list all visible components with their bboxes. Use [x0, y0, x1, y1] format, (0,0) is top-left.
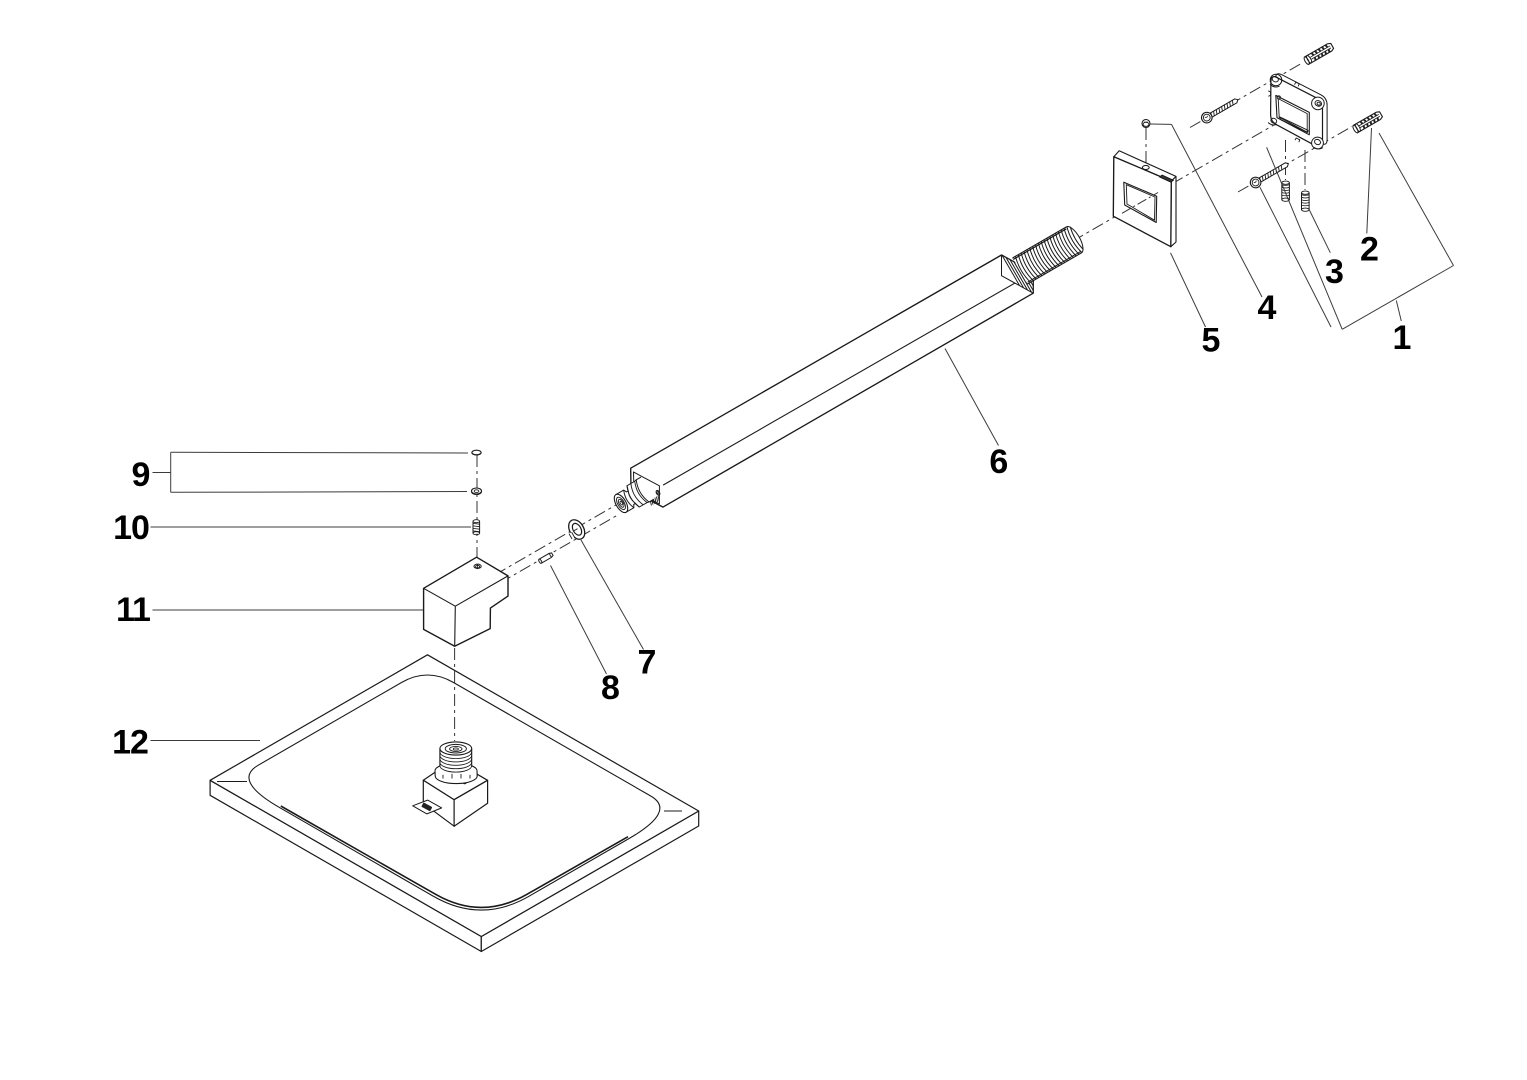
svg-text:9: 9	[132, 456, 151, 494]
svg-text:12: 12	[112, 724, 148, 762]
svg-text:10: 10	[113, 509, 149, 547]
svg-text:4: 4	[1258, 289, 1277, 327]
svg-text:1: 1	[1393, 319, 1412, 357]
svg-text:8: 8	[601, 669, 620, 707]
svg-text:7: 7	[638, 644, 657, 682]
svg-text:11: 11	[116, 591, 150, 629]
svg-text:6: 6	[989, 443, 1008, 481]
svg-text:3: 3	[1325, 253, 1344, 291]
svg-text:2: 2	[1360, 231, 1379, 269]
svg-text:5: 5	[1202, 322, 1221, 360]
